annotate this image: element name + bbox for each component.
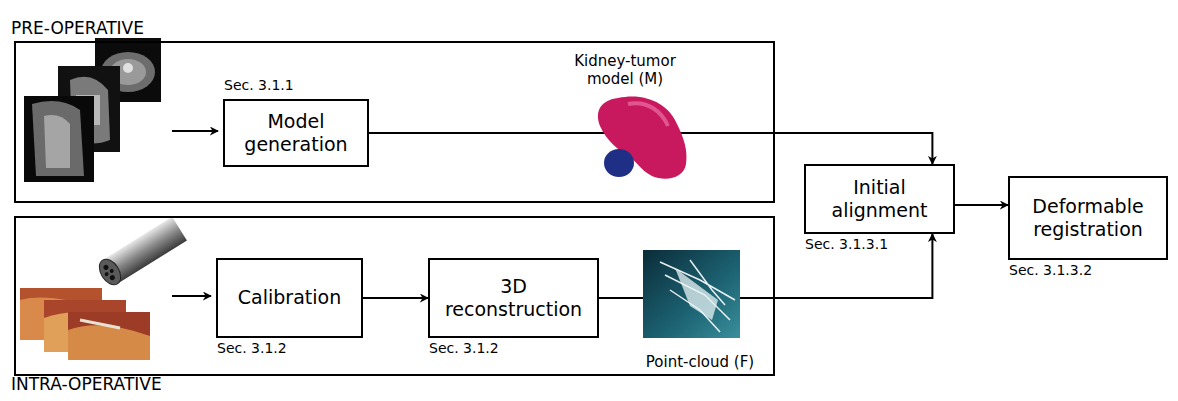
- flow-arrow: [363, 297, 428, 299]
- point-cloud: [643, 250, 740, 338]
- kidney-model: [598, 96, 687, 178]
- process-box: CalibrationSec. 3.1.2: [216, 258, 363, 338]
- box-title: 3D reconstruction: [430, 275, 597, 321]
- laparoscope: [95, 217, 187, 289]
- input-arrow: [172, 130, 218, 132]
- process-box: 3D reconstructionSec. 3.1.2: [428, 258, 599, 338]
- image-caption: Kidney-tumor model (M): [552, 52, 698, 88]
- phase-heading: INTRA-OPERATIVE: [11, 375, 162, 393]
- section-ref: Sec. 3.1.1: [224, 77, 294, 93]
- ct-images: [24, 38, 161, 182]
- process-box: Deformable registrationSec. 3.1.3.2: [1008, 176, 1168, 260]
- phase-heading: PRE-OPERATIVE: [11, 19, 144, 37]
- section-ref: Sec. 3.1.2: [429, 340, 499, 356]
- box-title: Initial alignment: [806, 176, 953, 222]
- surgical-images: [20, 288, 150, 360]
- box-title: Model generation: [225, 110, 367, 156]
- section-ref: Sec. 3.1.3.1: [805, 236, 888, 252]
- image-caption: Point-cloud (F): [622, 353, 778, 371]
- phase-band: INTRA-OPERATIVECalibrationSec. 3.1.23D r…: [14, 216, 775, 376]
- box-title: Deformable registration: [1010, 195, 1166, 241]
- box-title: Calibration: [218, 286, 361, 309]
- input-arrow: [172, 295, 211, 297]
- process-box: Model generationSec. 3.1.1: [223, 99, 369, 167]
- process-box: Initial alignmentSec. 3.1.3.1: [804, 164, 955, 234]
- section-ref: Sec. 3.1.2: [217, 340, 287, 356]
- section-ref: Sec. 3.1.3.2: [1009, 262, 1092, 278]
- flow-arrow: [955, 204, 1008, 206]
